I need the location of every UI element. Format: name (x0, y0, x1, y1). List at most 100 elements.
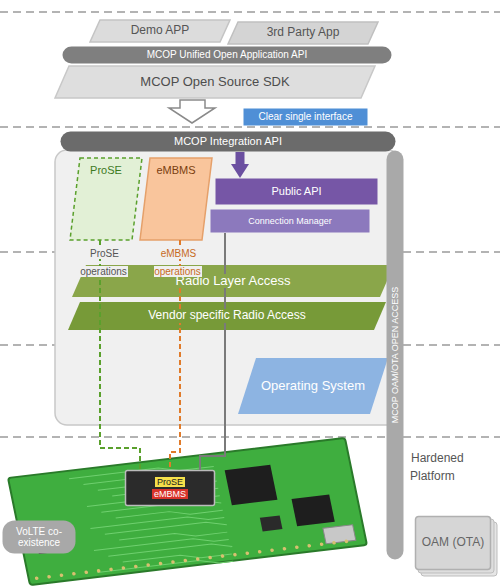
board-pad (158, 562, 162, 566)
operations-label: ProSE operations (66, 243, 142, 279)
text-holder: MCOP OAM/OTA OPEN ACCESS (386, 150, 404, 560)
node-text: ProSE (88, 164, 124, 177)
board-pad (72, 572, 76, 576)
board-pad (245, 551, 249, 555)
api-box: Public API (215, 178, 378, 205)
board-trace (105, 520, 227, 539)
ic-chip (260, 515, 283, 531)
node-outline (3, 521, 76, 554)
card-shadow (418, 519, 494, 573)
board-pad (233, 553, 237, 557)
platform-panel (55, 150, 400, 425)
manager-box: Connection Manager (210, 209, 370, 233)
node-text: MCOP Unified Open Application API (145, 49, 309, 61)
node-outline (216, 179, 378, 205)
node-outline (90, 20, 230, 42)
board-pad (220, 554, 224, 558)
board-pad (146, 563, 150, 567)
node-outline (238, 358, 388, 414)
module-box: ProSE (70, 158, 142, 240)
label-text: Hardened Platform (410, 451, 464, 483)
text-holder: MCOP Open Source SDK (55, 66, 375, 98)
node-text: eMBMS (152, 489, 188, 499)
node-shape (125, 470, 215, 506)
text-holder: Public API (215, 178, 378, 205)
access-bar: MCOP OAM/OTA OPEN ACCESS (386, 150, 404, 560)
node-text: eMBMS (154, 164, 197, 177)
text-holder: ProSE eMBMS (125, 470, 215, 506)
text-holder: ProSE (70, 158, 142, 240)
board-pad (59, 573, 63, 577)
node-text: VoLTE co-existence (6, 526, 72, 549)
node-text: MCOP OAM/OTA OPEN ACCESS (390, 285, 400, 426)
chip-box: ProSE eMBMS (125, 470, 215, 506)
node-outline (228, 22, 378, 44)
node-text: Connection Manager (246, 216, 334, 226)
node-text: ProSE (155, 477, 185, 487)
label-text: eMBMS operations (154, 248, 202, 277)
board-pad (208, 556, 212, 560)
separator-line (0, 436, 500, 438)
node-text: MCOP Integration API (172, 135, 284, 148)
circuit-board (8, 438, 367, 586)
board-trace (94, 535, 229, 556)
text-holder: Demo APP (90, 20, 230, 42)
node-outline (140, 158, 212, 240)
node-text: Operating System (259, 379, 367, 394)
ic-chip (292, 495, 335, 527)
connector (200, 233, 225, 470)
os-band: Operating System (238, 358, 388, 414)
node-outline (416, 517, 491, 570)
api-bar: MCOP Integration API (60, 131, 396, 152)
board-pad (282, 547, 286, 551)
text-holder: Vendor specific Radio Access (68, 302, 386, 330)
board-pad (183, 559, 187, 563)
oam-box: OAM (OTA) (415, 516, 491, 570)
board-trace (97, 556, 233, 577)
board-trace (108, 542, 232, 561)
module-box: eMBMS (140, 158, 212, 240)
label-text: ProSE operations (80, 248, 128, 277)
board-pad (319, 542, 323, 546)
node-outline (387, 151, 404, 560)
sdk-band: MCOP Open Source SDK (55, 66, 375, 98)
separators (0, 12, 500, 437)
board-trace (116, 505, 223, 522)
board-trace (101, 498, 221, 517)
text-holder: MCOP Unified Open Application API (62, 46, 392, 64)
text-holder: OAM (OTA) (415, 516, 491, 570)
board-pad (196, 557, 200, 561)
board-pad (270, 548, 274, 552)
board-trace (83, 469, 215, 489)
board-pad (35, 576, 39, 580)
board-outline (8, 438, 367, 585)
node-text: Demo APP (129, 24, 192, 38)
board-pad (47, 575, 51, 579)
separator-line (0, 11, 500, 13)
separator-line (0, 126, 500, 128)
board-pad (332, 541, 336, 545)
app-box: 3rd Party App (228, 22, 378, 44)
node-outline (244, 109, 368, 126)
app-box: Demo APP (90, 20, 230, 42)
board-trace (69, 462, 214, 484)
node-outline (55, 66, 375, 98)
node-outline (70, 158, 142, 240)
text-holder: Operating System (238, 358, 388, 414)
node-text: 3rd Party App (265, 26, 342, 40)
board-pad (97, 569, 101, 573)
node-text: MCOP Open Source SDK (138, 75, 291, 90)
layer-band: Vendor specific Radio Access (68, 302, 386, 330)
node-outline (61, 132, 396, 152)
node-outline (68, 302, 386, 330)
callout-box: Clear single interface (243, 108, 368, 126)
board-pad (307, 544, 311, 548)
api-bar: MCOP Unified Open Application API (62, 46, 392, 64)
block-arrow (169, 100, 215, 123)
text-holder: 3rd Party App (228, 22, 378, 44)
text-holder: eMBMS (140, 158, 212, 240)
text-holder: Connection Manager (210, 209, 370, 233)
board-pad (109, 567, 113, 571)
platform-label: Hardened Platform (410, 448, 498, 484)
